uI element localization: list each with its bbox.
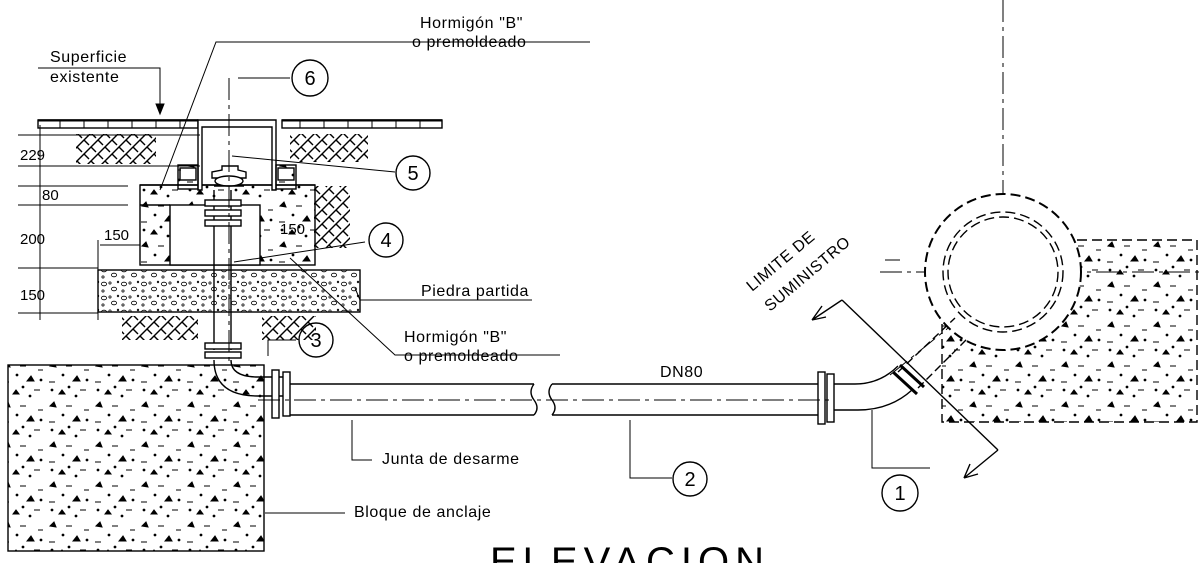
label-superficie-1: Superficie <box>50 49 127 66</box>
valve-box <box>177 119 297 191</box>
existing-surface <box>37 119 443 129</box>
label-hormigon-mid-2: o premoldeado <box>404 348 519 365</box>
anchor-block <box>7 364 265 552</box>
leader-lines <box>18 41 930 514</box>
callout-2: 2 <box>684 469 695 491</box>
label-dn80: DN80 <box>660 364 703 381</box>
horizontal-pipe <box>213 359 913 425</box>
label-hormigon-top-2: o premoldeado <box>412 34 527 51</box>
callout-5: 5 <box>407 163 418 185</box>
label-hormigon-top-1: Hormigón "B" <box>420 15 523 32</box>
drawing-title: ELEVACION <box>490 540 770 563</box>
vertical-pipe <box>204 190 242 359</box>
label-piedra-partida: Piedra partida <box>421 283 529 300</box>
label-junta-desarme: Junta de desarme <box>382 451 520 468</box>
callout-1: 1 <box>894 483 905 505</box>
dim-80: 80 <box>42 187 59 204</box>
dim-150: 150 <box>20 287 45 304</box>
callout-circles <box>291 59 919 512</box>
label-superficie-2: existente <box>50 69 119 86</box>
dim-150-inner: 150 <box>280 221 305 238</box>
callout-6: 6 <box>304 68 315 90</box>
dim-200: 200 <box>20 231 45 248</box>
label-hormigon-mid-1: Hormigón "B" <box>404 329 507 346</box>
soil-hatch <box>76 134 368 340</box>
dim-150-left: 150 <box>104 227 129 244</box>
existing-main <box>891 193 1198 423</box>
callout-4: 4 <box>380 230 391 252</box>
supply-limit-line <box>811 299 999 479</box>
dim-229: 229 <box>20 147 45 164</box>
label-bloque-anclaje: Bloque de anclaje <box>354 504 491 521</box>
callout-3: 3 <box>310 330 321 352</box>
